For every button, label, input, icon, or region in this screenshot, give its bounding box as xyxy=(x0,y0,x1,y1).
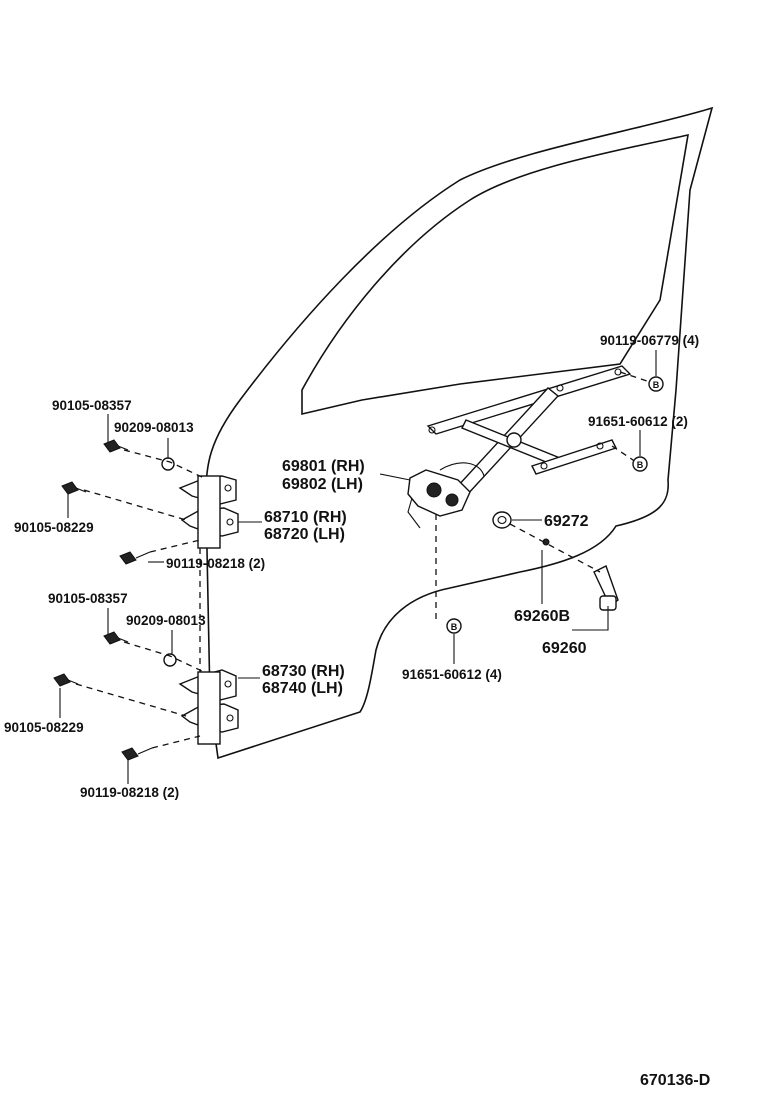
label-bolt-b-lower: 90105-08229 xyxy=(4,720,84,735)
label-bolt-bottom: 91651-60612 (4) xyxy=(402,667,502,682)
label-hinge-upper-lh: 68720 (LH) xyxy=(264,526,345,543)
label-regulator-rh: 69801 (RH) xyxy=(282,458,365,475)
window-handle xyxy=(542,538,619,611)
callout-b-label: B xyxy=(451,622,458,632)
callout-b-label: B xyxy=(637,460,644,470)
label-bolt-b-upper: 90105-08229 xyxy=(14,520,94,535)
label-regulator-lh: 69802 (LH) xyxy=(282,476,363,493)
diagram-id: 670136-D xyxy=(640,1072,710,1089)
label-hinge-lower-lh: 68740 (LH) xyxy=(262,680,343,697)
label-hinge-lower-rh: 68730 (RH) xyxy=(262,663,345,680)
label-bolt-a-lower: 90105-08357 xyxy=(48,591,128,606)
callout-b-markers: B B B xyxy=(446,376,664,634)
label-screw-lower: 90119-08218 (2) xyxy=(80,785,179,800)
leader-lines xyxy=(59,350,657,784)
part-labels: 90105-08357 90209-08013 90105-08229 6871… xyxy=(4,333,710,1089)
label-bolt-mid-right: 91651-60612 (2) xyxy=(588,414,688,429)
label-hinge-upper-rh: 68710 (RH) xyxy=(264,509,347,526)
label-spacer: 69272 xyxy=(544,513,589,530)
label-nut-a-upper: 90209-08013 xyxy=(114,420,194,435)
label-bolt-top-right: 90119-06779 (4) xyxy=(600,333,699,348)
label-handle: 69260 xyxy=(542,640,587,657)
lower-hinge-fasteners xyxy=(53,631,177,761)
spacer-part xyxy=(492,511,512,529)
assembly-lines xyxy=(75,371,651,749)
window-regulator xyxy=(407,365,632,529)
lower-hinge xyxy=(178,669,239,745)
upper-hinge-fasteners xyxy=(61,439,175,565)
door-outline xyxy=(205,106,714,760)
label-screw-upper: 90119-08218 (2) xyxy=(166,556,265,571)
upper-hinge xyxy=(178,475,239,549)
label-nut-a-lower: 90209-08013 xyxy=(126,613,206,628)
label-bolt-a-upper: 90105-08357 xyxy=(52,398,132,413)
label-handle-clip: 69260B xyxy=(514,608,570,625)
callout-b-label: B xyxy=(653,380,660,390)
